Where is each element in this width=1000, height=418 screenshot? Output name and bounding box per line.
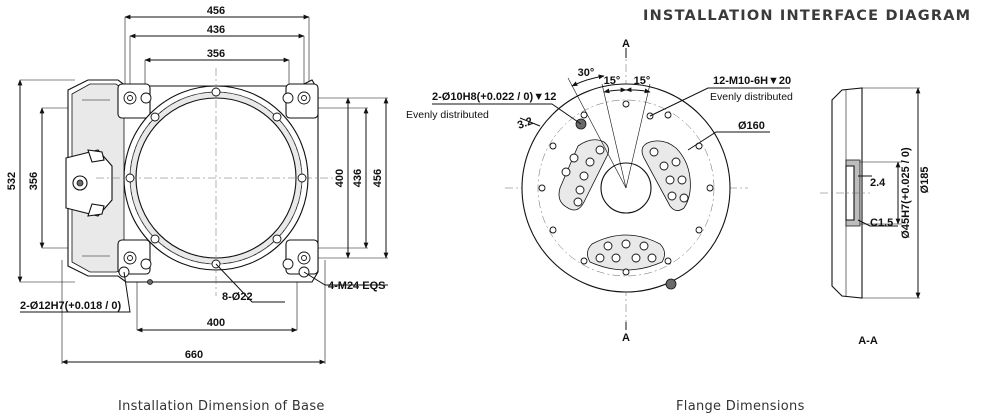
section-mark-bottom: A xyxy=(622,332,630,344)
label-pins: 2-Ø10H8(+0.022 / 0)▼12 xyxy=(432,91,556,103)
dim-holes-8x22: 8-Ø22 xyxy=(222,291,253,303)
dim-pin-holes: 2-Ø12H7(+0.018 / 0) xyxy=(20,300,122,312)
label-bore: Ø45H7(+0.025 / 0) xyxy=(900,147,912,239)
corner-holes xyxy=(118,91,311,285)
angle-30: 30° xyxy=(578,67,595,79)
dim-top-356: 356 xyxy=(207,48,225,60)
label-pins-note: Evenly distributed xyxy=(406,109,489,121)
bolt-holes-8 xyxy=(125,87,307,269)
label-threads: 12-M10-6H▼20 xyxy=(713,75,791,87)
dim-top-436: 436 xyxy=(207,24,225,36)
dim-top-456: 456 xyxy=(207,5,225,17)
base-drawing: 456 436 356 532 356 400 436 456 8-Ø22 4-… xyxy=(6,5,389,365)
dim-left-532: 532 xyxy=(6,172,18,190)
flange-drawing: A A xyxy=(406,38,793,344)
section-mark-top: A xyxy=(622,38,630,50)
dim-right-436: 436 xyxy=(352,169,364,187)
label-threads-note: Evenly distributed xyxy=(710,91,793,103)
dim-left-356: 356 xyxy=(28,172,40,190)
label-outer: Ø185 xyxy=(919,167,931,194)
section-view: 2.4 C1.5 Ø45H7(+0.025 / 0) Ø185 A-A xyxy=(820,87,931,347)
dim-thread-holes: 4-M24 EQS xyxy=(328,280,385,292)
label-chamfer-3-2: 3.2 xyxy=(516,115,534,132)
label-c1-5: C1.5 xyxy=(870,217,893,229)
dim-bottom-400: 400 xyxy=(207,317,225,329)
dim-right-456: 456 xyxy=(372,169,384,187)
pocket-holes xyxy=(561,145,689,263)
flange-caption: Flange Dimensions xyxy=(676,399,805,414)
angle-15-left: 15° xyxy=(604,75,621,87)
base-caption: Installation Dimension of Base xyxy=(118,399,325,414)
section-label: A-A xyxy=(858,335,878,347)
label-pcd: Ø160 xyxy=(738,120,765,132)
dim-right-400: 400 xyxy=(334,169,346,187)
dim-bottom-660: 660 xyxy=(185,349,203,361)
label-2-4: 2.4 xyxy=(870,177,886,189)
page-title: INSTALLATION INTERFACE DIAGRAM xyxy=(643,8,972,24)
angle-15-right: 15° xyxy=(634,75,651,87)
